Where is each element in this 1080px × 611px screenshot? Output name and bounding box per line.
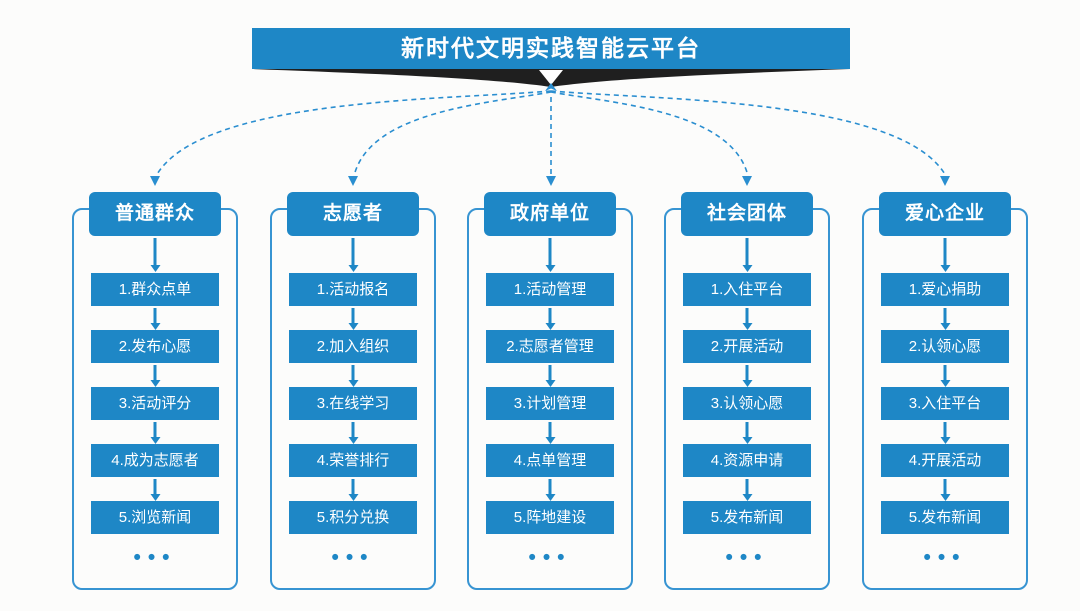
down-arrow-icon bbox=[351, 308, 355, 323]
step-box: 3.活动评分 bbox=[91, 387, 219, 420]
step-box: 5.发布新闻 bbox=[683, 501, 811, 534]
step-box: 2.发布心愿 bbox=[91, 330, 219, 363]
down-arrow-icon bbox=[153, 238, 157, 265]
column-header: 普通群众 bbox=[89, 192, 221, 236]
down-arrow-icon bbox=[153, 308, 157, 323]
arrowhead-icon bbox=[940, 176, 950, 186]
step-box: 3.认领心愿 bbox=[683, 387, 811, 420]
down-arrow-icon bbox=[745, 479, 749, 494]
step-box: 2.认领心愿 bbox=[881, 330, 1009, 363]
column-volunteers: 志愿者 1.活动报名 2.加入组织 3.在线学习 4.荣誉排行 5.积分兑换 •… bbox=[270, 192, 436, 592]
down-arrow-icon bbox=[548, 422, 552, 437]
step-box: 5.浏览新闻 bbox=[91, 501, 219, 534]
column-header: 志愿者 bbox=[287, 192, 419, 236]
ellipsis-dots: ••• bbox=[331, 546, 375, 569]
platform-title-banner: 新时代文明实践智能云平台 bbox=[252, 28, 850, 69]
ellipsis-dots: ••• bbox=[923, 546, 967, 569]
down-arrow-icon bbox=[745, 422, 749, 437]
arrowhead-icon bbox=[348, 176, 358, 186]
column-general-public: 普通群众 1.群众点单 2.发布心愿 3.活动评分 4.成为志愿者 5.浏览新闻… bbox=[72, 192, 238, 592]
column-header: 政府单位 bbox=[484, 192, 616, 236]
dashed-arrow-to-column-2 bbox=[353, 91, 552, 177]
dashed-arrow-to-column-4 bbox=[550, 91, 749, 177]
arrowhead-icon bbox=[546, 176, 556, 186]
down-arrow-icon bbox=[153, 479, 157, 494]
ellipsis-dots: ••• bbox=[725, 546, 769, 569]
ellipsis-dots: ••• bbox=[528, 546, 572, 569]
arrowhead-icon bbox=[742, 176, 752, 186]
dashed-arrow-to-column-1 bbox=[155, 90, 552, 177]
step-box: 4.成为志愿者 bbox=[91, 444, 219, 477]
ellipsis-dots: ••• bbox=[133, 546, 177, 569]
down-arrow-icon bbox=[943, 238, 947, 265]
step-box: 4.荣誉排行 bbox=[289, 444, 417, 477]
chevron-down-icon bbox=[539, 70, 563, 85]
down-arrow-icon bbox=[548, 308, 552, 323]
step-box: 4.资源申请 bbox=[683, 444, 811, 477]
fanout-origin-marker bbox=[545, 83, 557, 91]
down-arrow-icon bbox=[943, 365, 947, 380]
step-box: 5.积分兑换 bbox=[289, 501, 417, 534]
step-box: 2.开展活动 bbox=[683, 330, 811, 363]
down-arrow-icon bbox=[153, 365, 157, 380]
down-arrow-icon bbox=[745, 308, 749, 323]
step-box: 5.阵地建设 bbox=[486, 501, 614, 534]
step-box: 1.爱心捐助 bbox=[881, 273, 1009, 306]
banner-shadow-chevron bbox=[252, 69, 850, 87]
step-box: 1.群众点单 bbox=[91, 273, 219, 306]
down-arrow-icon bbox=[745, 238, 749, 265]
step-box: 2.志愿者管理 bbox=[486, 330, 614, 363]
down-arrow-icon bbox=[351, 422, 355, 437]
step-box: 1.活动管理 bbox=[486, 273, 614, 306]
down-arrow-icon bbox=[943, 479, 947, 494]
step-box: 4.点单管理 bbox=[486, 444, 614, 477]
down-arrow-icon bbox=[943, 308, 947, 323]
step-box: 4.开展活动 bbox=[881, 444, 1009, 477]
dashed-arrow-to-column-5 bbox=[550, 90, 947, 177]
column-caring-enterprises: 爱心企业 1.爱心捐助 2.认领心愿 3.入住平台 4.开展活动 5.发布新闻 … bbox=[862, 192, 1028, 592]
step-box: 3.计划管理 bbox=[486, 387, 614, 420]
down-arrow-icon bbox=[153, 422, 157, 437]
down-arrow-icon bbox=[745, 365, 749, 380]
down-arrow-icon bbox=[548, 238, 552, 265]
step-box: 5.发布新闻 bbox=[881, 501, 1009, 534]
down-arrow-icon bbox=[943, 422, 947, 437]
column-government-units: 政府单位 1.活动管理 2.志愿者管理 3.计划管理 4.点单管理 5.阵地建设… bbox=[467, 192, 633, 592]
down-arrow-icon bbox=[548, 479, 552, 494]
down-arrow-icon bbox=[351, 365, 355, 380]
step-box: 1.入住平台 bbox=[683, 273, 811, 306]
down-arrow-icon bbox=[548, 365, 552, 380]
step-box: 3.在线学习 bbox=[289, 387, 417, 420]
arrowhead-icon bbox=[150, 176, 160, 186]
column-header: 社会团体 bbox=[681, 192, 813, 236]
step-box: 2.加入组织 bbox=[289, 330, 417, 363]
column-header: 爱心企业 bbox=[879, 192, 1011, 236]
step-box: 3.入住平台 bbox=[881, 387, 1009, 420]
down-arrow-icon bbox=[351, 238, 355, 265]
step-box: 1.活动报名 bbox=[289, 273, 417, 306]
column-social-organizations: 社会团体 1.入住平台 2.开展活动 3.认领心愿 4.资源申请 5.发布新闻 … bbox=[664, 192, 830, 592]
down-arrow-icon bbox=[351, 479, 355, 494]
